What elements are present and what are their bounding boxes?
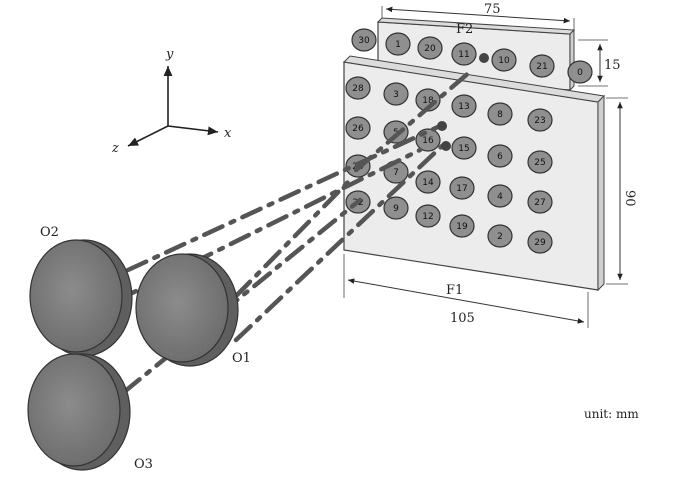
- axis-y-label: y: [165, 47, 174, 62]
- front-panel-point-label: 7: [393, 168, 399, 178]
- front-panel-point-label: 26: [352, 124, 364, 134]
- top-panel-label: F2: [456, 22, 473, 37]
- front-panel-point-label: 25: [534, 158, 545, 168]
- front-panel-point-16: 4: [487, 184, 513, 208]
- coordinate-axes: y x z: [111, 47, 232, 156]
- front-panel-label: F1: [446, 283, 463, 298]
- observer-o1: O1: [135, 253, 251, 367]
- top-panel-point-label: 10: [498, 56, 510, 66]
- top-panel-point-4: 10: [491, 48, 517, 72]
- front-panel-point-20: 12: [415, 204, 441, 228]
- front-panel-point-4: 8: [487, 102, 513, 126]
- top-width-dimension: 75: [381, 2, 575, 30]
- front-panel-point-8: 16: [415, 128, 441, 152]
- front-panel-point-label: 4: [497, 192, 503, 202]
- top-width-label: 75: [484, 2, 501, 17]
- front-panel-point-label: 12: [422, 212, 433, 222]
- observer-o2-label: O2: [40, 225, 59, 240]
- front-panel: [342, 55, 606, 292]
- axis-x-label: x: [224, 126, 232, 141]
- front-panel-point-5: 23: [527, 108, 553, 132]
- front-width-dimension: F1 105: [343, 254, 589, 328]
- front-panel-point-label: 14: [422, 178, 434, 188]
- front-panel-point-1: 3: [383, 82, 409, 106]
- top-panel-point-5: 21: [529, 54, 555, 78]
- front-panel-point-22: 2: [487, 224, 513, 248]
- front-panel-point-label: 28: [352, 84, 364, 94]
- front-panel-point-label: 23: [534, 116, 545, 126]
- target-dots: [437, 53, 489, 151]
- front-panel-point-6: 26: [345, 116, 371, 140]
- front-panel-point-7: 5: [383, 120, 409, 144]
- front-height-dimension: 90: [606, 97, 637, 285]
- top-panel-point-label: 1: [395, 40, 401, 50]
- top-panel-point-label: 20: [424, 44, 436, 54]
- observer-o1-label: O1: [232, 351, 251, 366]
- front-panel-point-label: 15: [458, 144, 469, 154]
- front-panel-point-19: 9: [383, 196, 409, 220]
- front-panel-point-label: 6: [497, 152, 503, 162]
- front-panel-point-label: 2: [497, 232, 503, 242]
- top-height-dimension: 15: [578, 39, 621, 87]
- front-height-label: 90: [622, 190, 637, 207]
- front-panel-point-10: 6: [487, 144, 513, 168]
- front-panel-point-label: 9: [393, 204, 399, 214]
- front-panel-point-label: 17: [456, 184, 467, 194]
- front-width-label: 105: [450, 311, 475, 326]
- front-panel-point-label: 13: [458, 102, 469, 112]
- front-panel-point-11: 25: [527, 150, 553, 174]
- front-panel-point-label: 19: [456, 222, 468, 232]
- observer-o2: O2: [29, 225, 133, 357]
- front-panel-point-3: 13: [451, 94, 477, 118]
- top-panel-point-3: 11: [451, 42, 477, 66]
- top-panel-point-6: 0: [567, 60, 593, 84]
- front-panel-point-21: 19: [449, 214, 475, 238]
- axis-z-label: z: [111, 141, 119, 156]
- front-panel-point-14: 14: [415, 170, 441, 194]
- front-panel-point-label: 29: [534, 238, 546, 248]
- top-panel-point-1: 1: [385, 32, 411, 56]
- front-panel-point-17: 27: [527, 190, 553, 214]
- top-panel-point-2: 20: [417, 36, 443, 60]
- top-panel-point-label: 30: [358, 36, 370, 46]
- observer-o3: O3: [27, 353, 153, 472]
- top-panel-point-label: 11: [458, 50, 469, 60]
- front-panel-point-label: 3: [393, 90, 399, 100]
- top-height-label: 15: [604, 58, 621, 73]
- front-panel-point-23: 29: [527, 230, 553, 254]
- top-panel-point-0: 30: [351, 28, 377, 52]
- front-panel-point-label: 16: [422, 136, 434, 146]
- top-panel-point-label: 0: [577, 68, 583, 78]
- observer-o3-label: O3: [134, 457, 153, 472]
- front-panel-point-9: 15: [451, 136, 477, 160]
- front-panel-point-0: 28: [345, 76, 371, 100]
- front-panel-point-label: 8: [497, 110, 503, 120]
- front-panel-point-15: 17: [449, 176, 475, 200]
- front-panel-point-label: 27: [534, 198, 545, 208]
- top-panel-point-label: 21: [536, 62, 547, 72]
- front-panel-point-label: 18: [422, 96, 434, 106]
- unit-label: unit: mm: [584, 407, 639, 421]
